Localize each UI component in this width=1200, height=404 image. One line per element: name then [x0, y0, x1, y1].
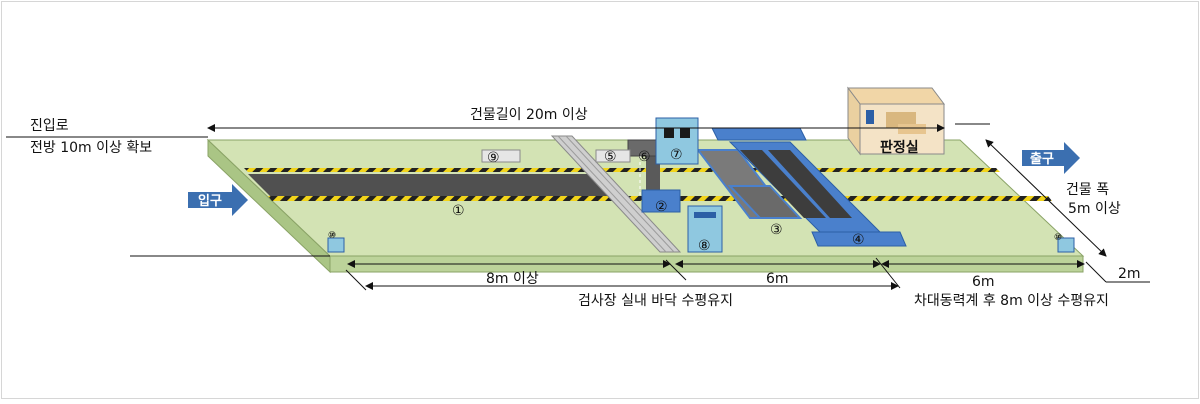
marker-1: ①	[452, 203, 465, 219]
judge-room-side	[847, 86, 861, 156]
approach-label-2: 전방 10m 이상 확보	[30, 140, 152, 156]
marker-2: ②	[655, 199, 668, 215]
building-width-dim	[985, 139, 1107, 257]
building-width-label-2: 5m 이상	[1068, 201, 1121, 217]
marker-5: ⑤	[604, 149, 617, 165]
marker-4: ④	[852, 232, 865, 248]
dynamometer-roller-left	[740, 150, 826, 218]
safety-box-left	[327, 237, 345, 253]
inspection-lane	[248, 174, 616, 196]
entrance-label: 입구	[198, 194, 222, 209]
entrance-arrow	[188, 184, 248, 216]
marker-8: ⑧	[698, 238, 711, 254]
dynamometer-roller-right	[768, 150, 852, 218]
judge-room-label: 판정실	[880, 139, 919, 156]
sensor-unit-5	[595, 149, 631, 163]
dynamometer-base-beam	[811, 231, 907, 247]
guide-rail	[550, 135, 682, 253]
sensor-unit-9	[481, 149, 521, 163]
marker-7: ⑦	[670, 147, 683, 163]
dim-2m	[1085, 261, 1107, 283]
approach-label-1: 진입로	[30, 118, 69, 134]
marker-6: ⑥	[638, 149, 651, 165]
marker-3: ③	[770, 222, 783, 238]
booth-window-2	[680, 128, 690, 138]
exit-label: 출구	[1030, 151, 1054, 167]
booth-window-1	[664, 128, 674, 138]
marker-10-left: ⑩	[328, 230, 336, 241]
dim-8m-label: 8m 이상	[486, 271, 539, 287]
building-width-label-1: 건물 폭	[1066, 182, 1109, 198]
dim-6m-a-label: 6m	[766, 271, 789, 287]
dim-6m-b-label: 6m	[972, 274, 995, 290]
dim-2m-label: 2m	[1118, 266, 1141, 282]
building-length-label: 건물길이 20m 이상	[470, 107, 588, 123]
side-pad	[727, 185, 803, 219]
floor-level-note: 검사장 실내 바닥 수평유지	[578, 293, 733, 309]
marker-9: ⑨	[487, 150, 500, 166]
dyno-level-note: 차대동력계 후 8m 이상 수평유지	[914, 293, 1109, 309]
control-stand	[687, 205, 723, 253]
marker-10-right: ⑩	[1054, 232, 1062, 243]
tester-base	[641, 189, 681, 213]
